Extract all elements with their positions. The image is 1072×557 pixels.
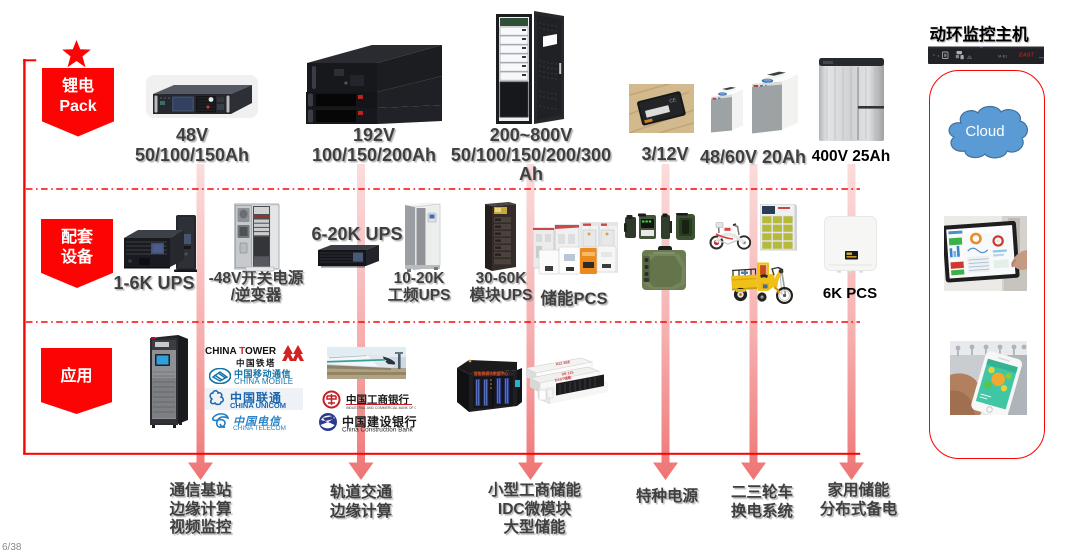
svg-text:M-B1: M-B1 — [998, 54, 1008, 59]
svg-text:智能微模块数据中心: 智能微模块数据中心 — [473, 371, 508, 376]
svg-text:H12 2BE: H12 2BE — [555, 360, 571, 367]
svg-text:CE: CE — [669, 97, 678, 105]
svg-text:DE 115: DE 115 — [561, 370, 573, 376]
svg-text:EAST: EAST — [1019, 53, 1035, 59]
svg-text:China Construction Bank: China Construction Bank — [342, 426, 413, 433]
svg-text:INDUSTRIAL AND COMMERCIAL BANK: INDUSTRIAL AND COMMERCIAL BANK OF CHINA — [346, 406, 416, 410]
svg-text:EAST储能: EAST储能 — [554, 375, 572, 383]
svg-text:Cloud: Cloud — [965, 123, 1004, 140]
